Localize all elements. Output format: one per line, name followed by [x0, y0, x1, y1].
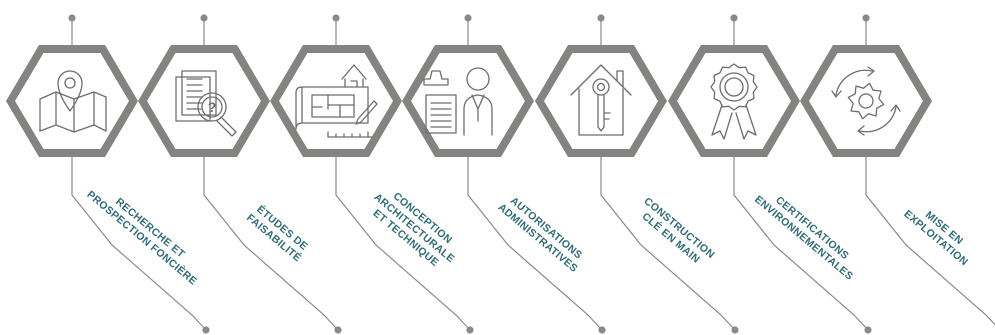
award-ribbon-icon	[710, 63, 758, 140]
bottom-dot-5	[731, 326, 739, 334]
icons: ?	[39, 63, 901, 140]
bottom-dot-2	[334, 326, 342, 334]
hexagons	[6, 45, 932, 157]
bottom-connector-6	[733, 152, 869, 331]
step-hexagon-7	[800, 45, 932, 157]
top-dot-5	[597, 14, 605, 22]
step-hexagon-1	[6, 45, 138, 157]
bottom-dot-6	[864, 326, 872, 334]
step-label-line: ENVIRONNEMENTALES	[752, 193, 855, 282]
top-dot-6	[730, 14, 738, 22]
bottom-connector-3	[335, 152, 471, 331]
top-dot-3	[332, 14, 340, 22]
step-hexagon-5	[535, 45, 667, 157]
top-dot-2	[200, 14, 208, 22]
bottom-connector-4	[467, 152, 603, 331]
top-dot-4	[464, 14, 472, 22]
house-key-icon	[570, 64, 632, 136]
bottom-dot-4	[598, 326, 606, 334]
bottom-connector-2	[203, 152, 339, 331]
step-hexagon-4	[402, 45, 534, 157]
map-pin-icon	[39, 70, 107, 133]
top-dot-7	[862, 14, 870, 22]
bottom-connector-7	[865, 152, 995, 326]
bottom-dot-3	[466, 326, 474, 334]
bottom-connector-1	[71, 152, 207, 331]
step-hexagon-3	[270, 45, 402, 157]
document-search-icon: ?	[175, 70, 237, 137]
connectors	[68, 14, 995, 334]
bottom-dot-1	[202, 326, 210, 334]
step-label-line: PROSPECTION FONCIÈRE	[84, 188, 199, 288]
svg-text:?: ?	[208, 99, 217, 115]
bottom-connector-5	[600, 152, 736, 331]
blueprint-house-icon	[295, 64, 378, 138]
gear-cycle-icon	[831, 66, 901, 136]
stamp-person-icon	[423, 67, 493, 136]
top-dot-1	[68, 14, 76, 22]
